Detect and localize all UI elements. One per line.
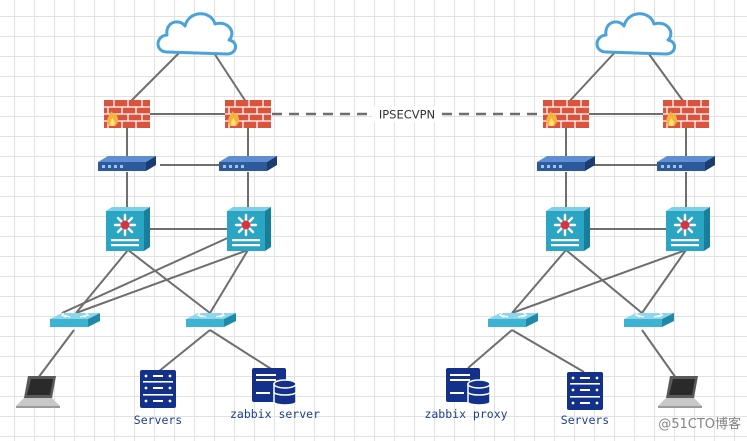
left-site: Servers zabbix server (16, 12, 320, 427)
server-rack-icon (140, 370, 176, 408)
vpn-label-background (372, 106, 442, 122)
access-switch-icon (185, 312, 237, 328)
zabbix-server-label: zabbix server (230, 407, 320, 421)
router-icon (98, 156, 156, 171)
database-server-icon (251, 367, 297, 406)
access-switch-icon (623, 312, 675, 328)
server-rack-icon (567, 372, 603, 410)
servers-label: Servers (561, 413, 609, 427)
firewall-icon (662, 99, 710, 129)
firewall-icon (103, 99, 151, 129)
right-site: zabbix proxy Servers (424, 12, 715, 427)
database-server-icon (445, 367, 491, 406)
access-switch-icon (49, 312, 101, 328)
vpn-label: IPSECVPN (379, 108, 435, 122)
link-lines (37, 49, 687, 379)
firewall-icon (224, 99, 272, 129)
zabbix-proxy-label: zabbix proxy (424, 407, 507, 421)
laptop-icon (16, 376, 60, 408)
router-icon (657, 156, 715, 171)
core-switch-icon (544, 205, 592, 253)
core-switch-icon (104, 205, 152, 253)
servers-label: Servers (134, 413, 182, 427)
core-switch-icon (225, 205, 273, 253)
router-icon (219, 156, 277, 171)
laptop-icon (658, 376, 702, 408)
core-switch-icon (664, 205, 712, 253)
internet-cloud-icon (156, 12, 238, 56)
internet-cloud-icon (595, 12, 677, 56)
router-icon (537, 156, 595, 171)
firewall-icon (542, 99, 590, 129)
watermark-text: @51CTO博客 (658, 416, 741, 432)
access-switch-icon (487, 312, 539, 328)
